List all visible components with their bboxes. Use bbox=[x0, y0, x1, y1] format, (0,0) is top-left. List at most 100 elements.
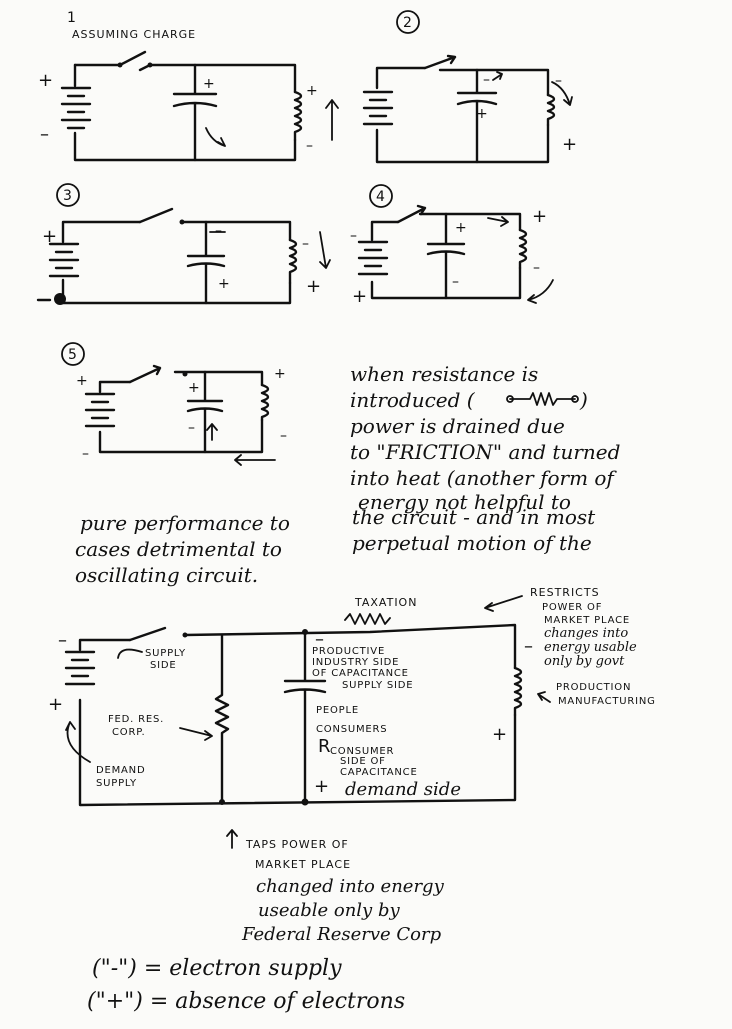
svg-text:SIDE: SIDE bbox=[150, 660, 177, 671]
svg-text:+: + bbox=[352, 286, 367, 307]
circuit-diagram-5: 5 + – + – + – bbox=[61, 342, 287, 466]
taxation-label: TAXATION bbox=[354, 596, 417, 609]
svg-text:+: + bbox=[562, 134, 577, 155]
svg-text:SUPPLY: SUPPLY bbox=[96, 778, 137, 789]
svg-text:+: + bbox=[532, 206, 547, 227]
svg-text:demand side: demand side bbox=[345, 779, 461, 800]
svg-text:when resistance is: when resistance is bbox=[350, 362, 538, 386]
svg-text:MANUFACTURING: MANUFACTURING bbox=[558, 696, 656, 707]
switch-blade bbox=[396, 204, 427, 224]
arrow-up-icon bbox=[226, 829, 238, 849]
battery bbox=[357, 240, 389, 276]
svg-text:into heat (another form of: into heat (another form of bbox=[350, 466, 617, 490]
svg-text:changed into energy: changed into energy bbox=[256, 876, 445, 897]
svg-text:only by govt: only by govt bbox=[544, 654, 625, 669]
arrow-right-icon bbox=[487, 216, 509, 227]
svg-text:SUPPLY SIDE: SUPPLY SIDE bbox=[342, 680, 413, 691]
svg-text:–: – bbox=[306, 138, 313, 154]
svg-text:–: – bbox=[58, 630, 67, 651]
arrow-icon bbox=[205, 127, 226, 147]
svg-text:oscillating circuit.: oscillating circuit. bbox=[75, 563, 258, 587]
svg-text:+: + bbox=[314, 776, 329, 797]
wire bbox=[78, 623, 517, 807]
resistance-note: when resistance is introduced ( ) power … bbox=[350, 362, 620, 514]
capacitor bbox=[426, 212, 466, 300]
circuit-diagram-1: 1 ASSUMING CHARGE + – + + – bbox=[38, 10, 339, 162]
arrow-left-icon bbox=[484, 595, 523, 612]
capacitor bbox=[456, 68, 498, 164]
svg-text:CONSUMERS: CONSUMERS bbox=[316, 724, 387, 735]
svg-text:+: + bbox=[455, 220, 467, 236]
capacitor bbox=[186, 370, 224, 454]
svg-text:+: + bbox=[42, 226, 57, 247]
plus-sign: + bbox=[38, 70, 53, 91]
arrow-up-icon bbox=[325, 99, 339, 141]
switch-blade bbox=[138, 207, 174, 224]
arrow-icon bbox=[527, 279, 554, 304]
battery bbox=[48, 242, 80, 278]
svg-text:pure performance to: pure performance to bbox=[80, 511, 290, 535]
svg-text:+: + bbox=[306, 83, 318, 99]
svg-text:TAPS POWER OF: TAPS POWER OF bbox=[245, 838, 349, 851]
wire bbox=[73, 63, 297, 94]
switch-blade bbox=[423, 54, 457, 70]
svg-text:DEMAND: DEMAND bbox=[96, 765, 145, 776]
svg-text:SUPPLY: SUPPLY bbox=[145, 648, 186, 659]
diagram-5-number: 5 bbox=[68, 347, 77, 363]
inductor-coil bbox=[288, 238, 298, 285]
svg-text:energy not helpful to: energy not helpful to bbox=[358, 490, 571, 514]
svg-text:introduced (: introduced ( bbox=[350, 388, 476, 412]
capacitor bbox=[283, 630, 327, 804]
resistor-symbol bbox=[509, 392, 576, 406]
svg-text:PRODUCTIVE: PRODUCTIVE bbox=[312, 646, 385, 657]
inductor-coil bbox=[260, 383, 270, 422]
sign-legend: ("-") = electron supply ("+") = absence … bbox=[87, 956, 405, 1014]
svg-text:("+") = absence of electrons: ("+") = absence of electrons bbox=[87, 989, 405, 1014]
svg-text:Federal Reserve Corp: Federal Reserve Corp bbox=[241, 924, 442, 945]
svg-text:OF CAPACITANCE: OF CAPACITANCE bbox=[312, 668, 409, 679]
arrow-icon bbox=[492, 71, 503, 81]
arrow-left-icon bbox=[234, 454, 276, 466]
switch-contact bbox=[147, 62, 153, 68]
wire bbox=[375, 66, 550, 164]
circuit-diagram-3: 3 + – + – + bbox=[36, 183, 331, 305]
arrow-down-icon bbox=[551, 81, 573, 106]
svg-text:power is drained due: power is drained due bbox=[350, 414, 565, 438]
battery bbox=[362, 90, 394, 126]
svg-text:R: R bbox=[318, 736, 331, 757]
svg-text:+: + bbox=[76, 373, 88, 389]
svg-text:+: + bbox=[274, 366, 286, 382]
switch-blade bbox=[118, 50, 147, 67]
svg-text:POWER OF: POWER OF bbox=[542, 602, 602, 613]
arrow-down-icon bbox=[319, 231, 331, 269]
svg-text:–: – bbox=[188, 420, 195, 436]
inductor-coil bbox=[293, 90, 303, 142]
economic-circuit-diagram: – + – + – + TAXATION SUPPLY SIDE FED. RE… bbox=[48, 586, 656, 945]
minus-sign: – bbox=[40, 124, 49, 145]
svg-text:PRODUCTION: PRODUCTION bbox=[556, 682, 631, 693]
arrow-up-icon bbox=[65, 721, 91, 763]
resistor-symbol bbox=[214, 633, 230, 804]
svg-text:–: – bbox=[452, 274, 459, 290]
svg-text:changes into: changes into bbox=[544, 626, 628, 641]
svg-text:–: – bbox=[315, 629, 324, 650]
svg-text:MARKET PLACE: MARKET PLACE bbox=[255, 858, 351, 871]
svg-text:useable only by: useable only by bbox=[258, 900, 400, 921]
switch-blade bbox=[128, 364, 162, 384]
svg-text:SIDE OF: SIDE OF bbox=[340, 756, 386, 767]
wire bbox=[98, 370, 264, 454]
svg-text:+: + bbox=[476, 106, 488, 122]
arrow-icon bbox=[537, 691, 551, 703]
diagram-2-number: 2 bbox=[403, 15, 412, 31]
svg-text:cases detrimental to: cases detrimental to bbox=[75, 537, 282, 561]
svg-text:CORP.: CORP. bbox=[112, 727, 145, 738]
inductor-coil bbox=[513, 666, 523, 717]
diagram-4-number: 4 bbox=[376, 189, 385, 205]
svg-text:): ) bbox=[579, 388, 588, 412]
svg-text:+: + bbox=[188, 380, 200, 396]
battery bbox=[84, 392, 116, 428]
svg-text:+: + bbox=[48, 694, 63, 715]
svg-text:–: – bbox=[533, 260, 540, 276]
